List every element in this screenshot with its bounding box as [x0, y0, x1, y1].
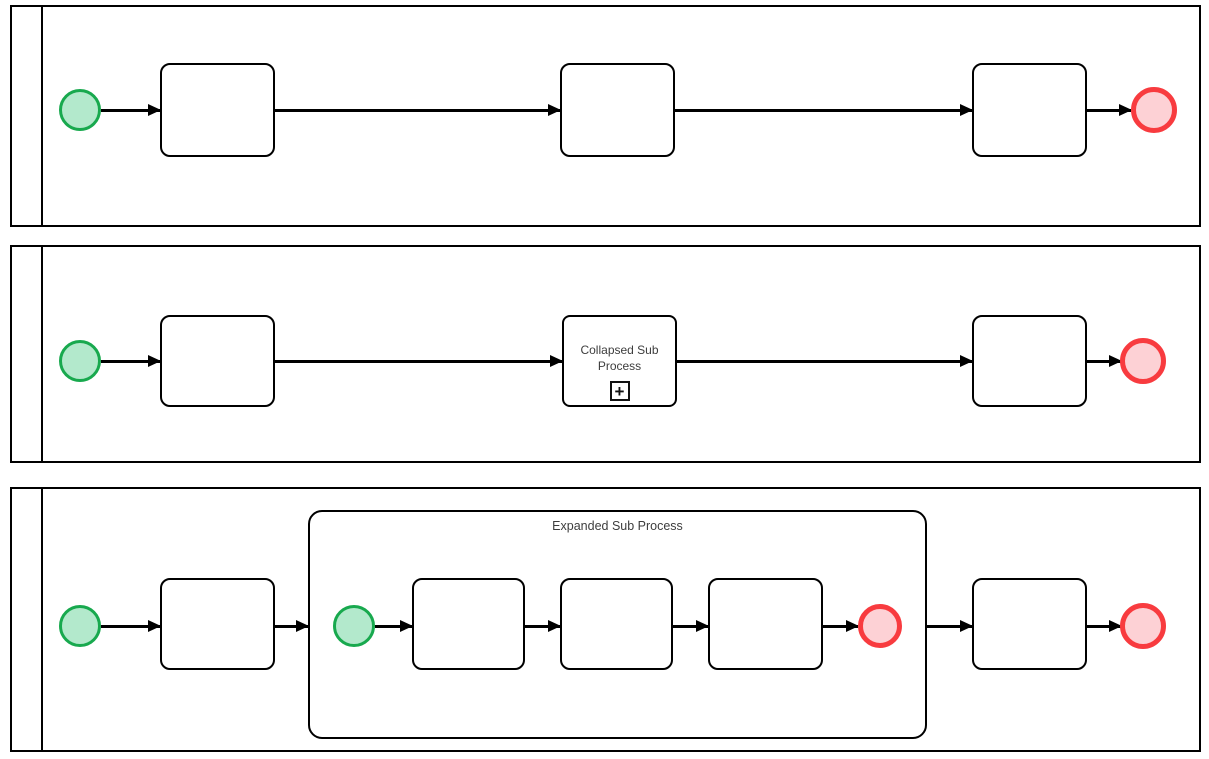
pool-2-task-1: [160, 315, 275, 407]
pool-2-flow-4: [1087, 354, 1122, 367]
sub-process-task-3: [708, 578, 823, 670]
pool-2-flow-3: [677, 354, 973, 367]
sub-process-flow-4: [823, 619, 859, 632]
pool-2-start-event: [59, 340, 101, 382]
sub-process-flow-2: [525, 619, 561, 632]
pool-1-end-event: [1131, 87, 1177, 133]
pool-3-flow-2: [275, 619, 309, 632]
collapsed-sub-process: Collapsed Sub Process +: [562, 315, 677, 407]
pool-3-task-2: [972, 578, 1087, 670]
pool-3-task-1: [160, 578, 275, 670]
pool-2-flow-2: [275, 354, 563, 367]
pool-1-task-2: [560, 63, 675, 157]
pool-1-flow-4: [1087, 103, 1132, 116]
sub-process-task-1: [412, 578, 525, 670]
sub-process-flow-1: [375, 619, 413, 632]
expanded-sub-process-label: Expanded Sub Process: [552, 519, 683, 533]
sub-process-task-2: [560, 578, 673, 670]
pool-1-start-event: [59, 89, 101, 131]
pool-1-task-3: [972, 63, 1087, 157]
plus-expand-icon[interactable]: +: [609, 381, 630, 401]
pool-1-flow-1: [101, 103, 161, 116]
pool-2-flow-1: [101, 354, 161, 367]
pool-2-task-2: [972, 315, 1087, 407]
pool-1-task-1: [160, 63, 275, 157]
pool-1-flow-3: [675, 103, 973, 116]
sub-process-end-event: [858, 604, 902, 648]
pool-3-flow-4: [1087, 619, 1122, 632]
pool-3-start-event: [59, 605, 101, 647]
sub-process-start-event: [333, 605, 375, 647]
pool-3-lane-header: [12, 489, 43, 750]
pool-3-flow-1: [101, 619, 161, 632]
pool-3-flow-3: [927, 619, 973, 632]
pool-3-end-event: [1120, 603, 1166, 649]
pool-1-flow-2: [275, 103, 561, 116]
pool-1-lane-header: [12, 7, 43, 225]
pool-2-end-event: [1120, 338, 1166, 384]
collapsed-sub-process-label: Collapsed Sub Process: [580, 343, 659, 374]
sub-process-flow-3: [673, 619, 709, 632]
pool-2-lane-header: [12, 247, 43, 461]
